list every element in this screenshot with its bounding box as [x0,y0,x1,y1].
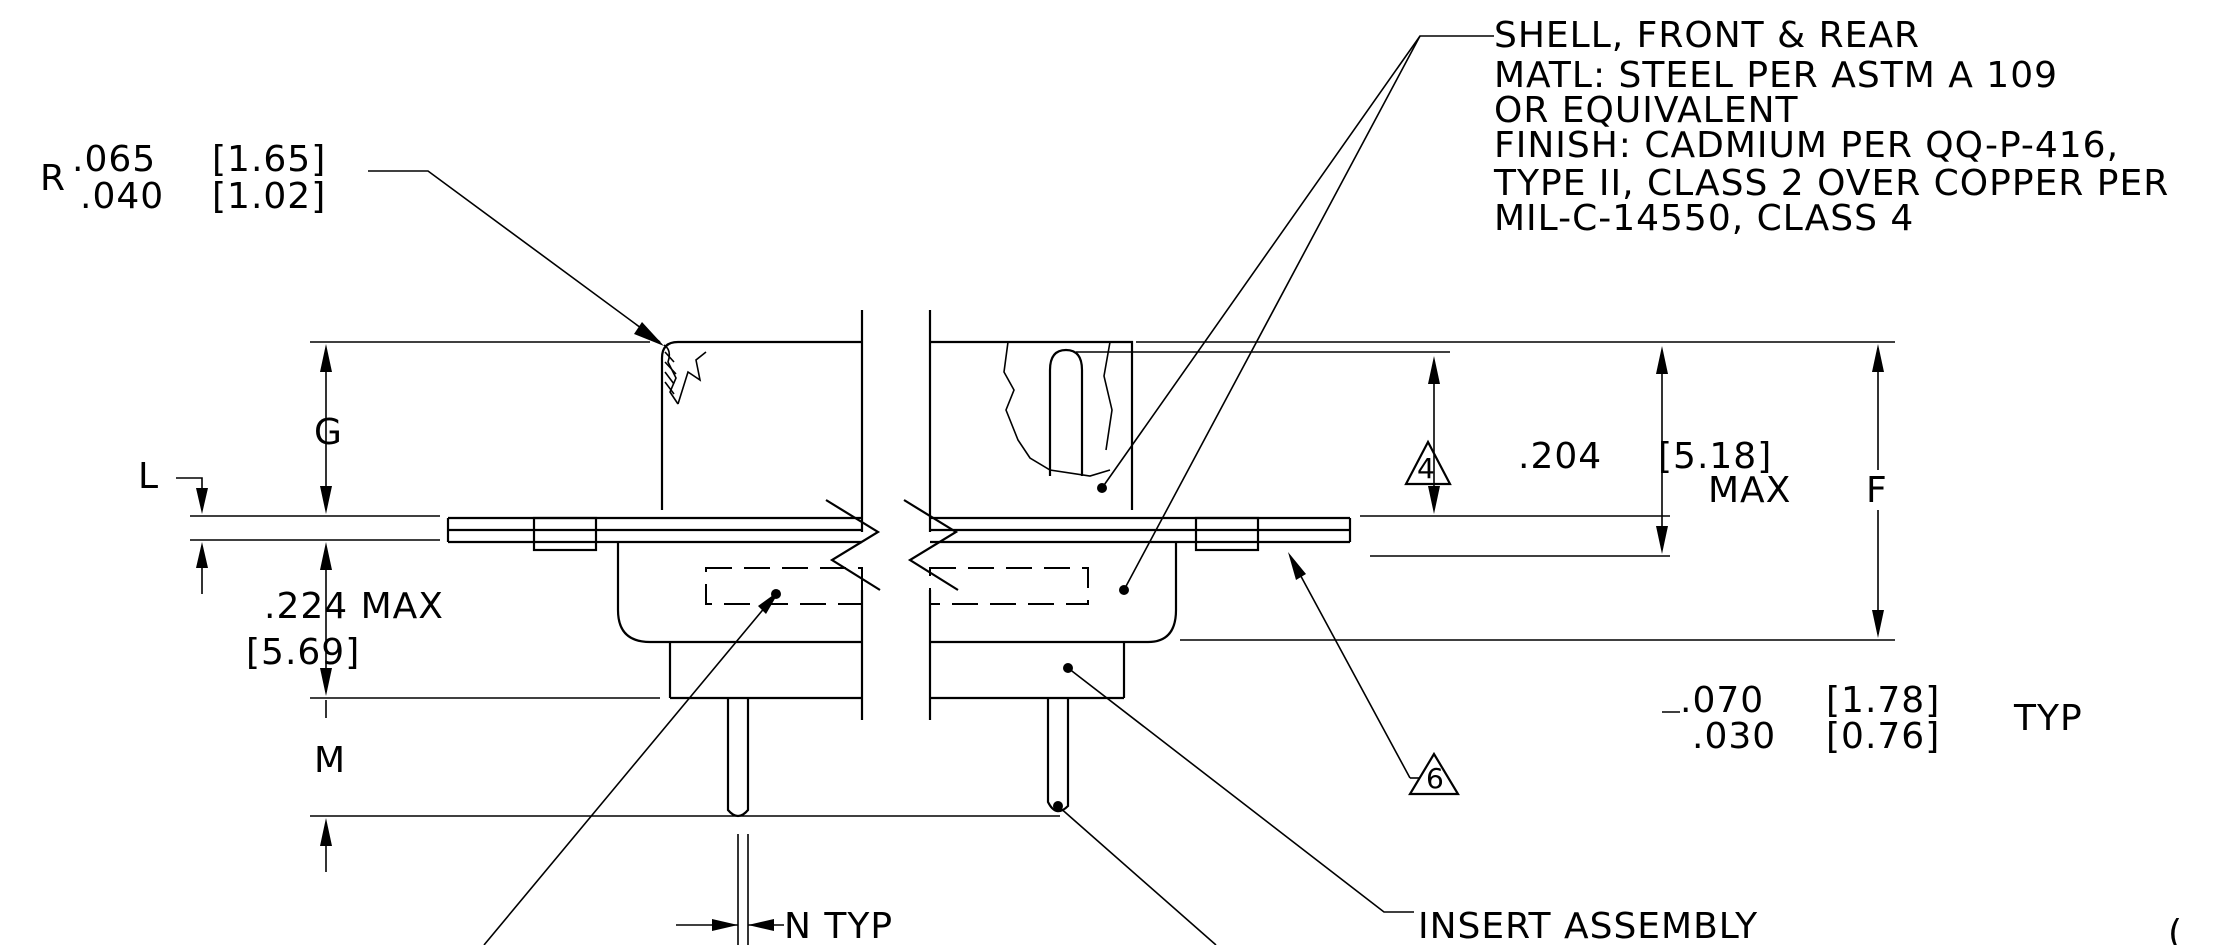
break-symbol [825,499,959,591]
svg-text:[1.02]: [1.02] [212,176,326,217]
mounting-flange [446,516,1352,552]
shell-note-line: FINISH: CADMIUM PER QQ-P-416, [1494,125,2119,166]
shell-lower-cup [616,483,1178,644]
dim-g-label: G [314,412,343,453]
typ-callout: .070 [1.78] .030 [0.76] TYP [1662,680,2083,757]
dim-f-label: F [1866,470,1888,511]
dim-n [676,919,784,931]
svg-text:4: 4 [1417,452,1436,485]
dim-m-label: M [314,740,346,781]
svg-text:.065: .065 [72,139,156,180]
flag-note-4: 4 [1404,439,1452,486]
shell-note-line: SHELL, FRONT & REAR [1494,15,1920,56]
shell-note-line: OR EQUIVALENT [1494,90,1799,131]
svg-text:.030: .030 [1692,716,1776,757]
dim-l-label: L [138,456,159,497]
dim-204-max-label: MAX [1708,470,1791,511]
extension-lines [190,341,1895,945]
dim-224-label: .224 MAX [264,586,444,627]
insert-assembly-note: INSERT ASSEMBLY [1418,906,1758,945]
dim-n-label: N TYP [784,906,893,945]
leaders [368,35,1494,945]
radius-callout: R .065 [1.65] .040 [1.02] [40,139,326,217]
dim-224-mm-label: [5.69] [246,632,360,673]
shell-notes: SHELL, FRONT & REAR MATL: STEEL PER ASTM… [1493,15,2169,239]
dim-g [320,344,332,514]
insert-body [668,642,1126,700]
svg-text:.070: .070 [1680,680,1764,721]
svg-text:[1.65]: [1.65] [212,139,326,180]
shell-note-line: TYPE II, CLASS 2 OVER COPPER PER [1493,163,2169,204]
page-marker: ( [2168,913,2183,945]
flag-note-6: 6 [1408,751,1460,796]
contact-pins [726,698,1070,818]
svg-text:R: R [40,158,66,199]
dim-224 [320,542,332,696]
svg-text:TYP: TYP [2013,698,2083,739]
dim-f [1872,344,1884,638]
dim-204-mm-label: [5.18] [1658,436,1772,477]
dim-m [320,700,332,872]
svg-text:6: 6 [1426,762,1445,795]
corner-radius-hatch [663,344,707,405]
svg-text:INSERT ASSEMBLY: INSERT ASSEMBLY [1418,906,1758,945]
svg-text:[0.76]: [0.76] [1826,716,1940,757]
shell-upper-body [660,310,1134,720]
shell-note-line: MIL-C-14550, CLASS 4 [1494,198,1914,239]
shell-note-line: MATL: STEEL PER ASTM A 109 [1494,55,2058,96]
dim-204-label: .204 [1518,436,1602,477]
dim-l [176,477,208,594]
svg-text:[1.78]: [1.78] [1826,680,1940,721]
contact-slot-cutaway [1003,341,1113,477]
svg-text:.040: .040 [80,176,164,217]
